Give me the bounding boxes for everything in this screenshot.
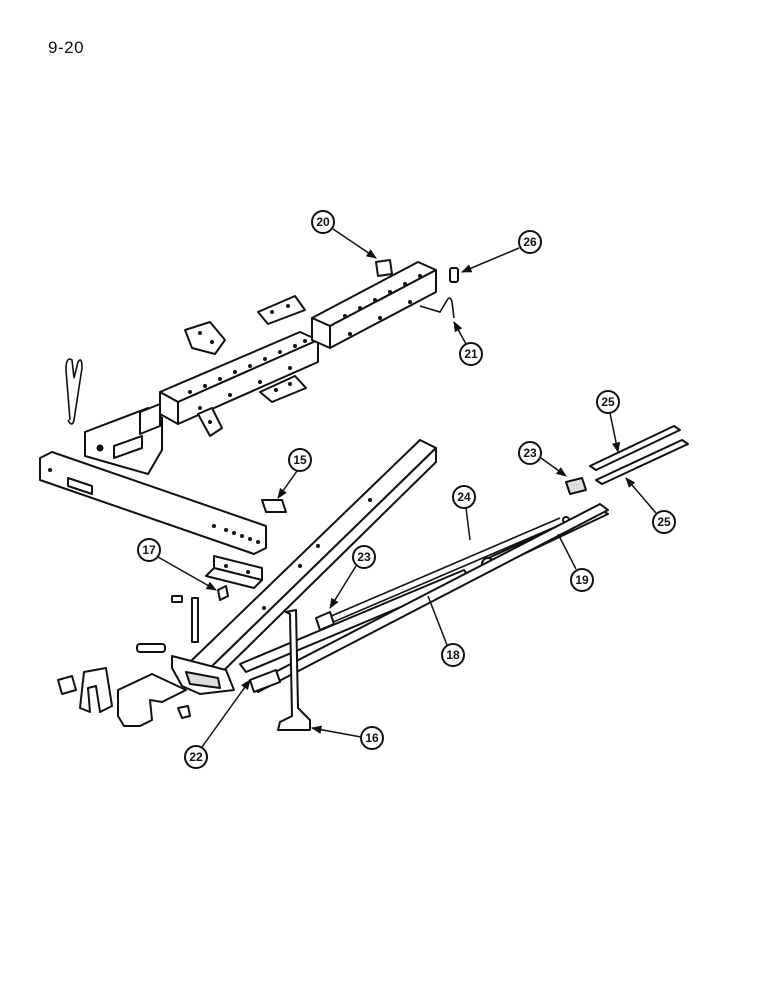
callout-label: 22	[189, 750, 203, 764]
callout-25-upper: 25	[596, 390, 621, 454]
part-17-wedge	[217, 585, 229, 601]
u-bracket	[79, 667, 113, 713]
callout-22: 22	[184, 679, 251, 769]
callout-19: 19	[557, 533, 594, 592]
callout-label: 25	[657, 515, 671, 529]
callout-17: 17	[137, 538, 217, 591]
callout-label: 23	[523, 446, 537, 460]
frame-tube-left	[159, 331, 319, 425]
rod-18-lower	[251, 503, 609, 693]
clip-21	[419, 297, 455, 319]
grease-fitting	[177, 705, 191, 719]
link-plate	[136, 643, 166, 653]
callout-21: 21	[453, 321, 483, 366]
callout-23-lower: 23	[329, 545, 376, 609]
callout-20: 20	[311, 210, 377, 259]
callout-24: 24	[452, 485, 476, 541]
callout-label: 20	[316, 215, 330, 229]
callout-26: 26	[461, 230, 542, 273]
pin-long	[191, 597, 199, 643]
callout-15: 15	[277, 448, 312, 499]
rod-18-end	[249, 669, 281, 693]
callout-label: 18	[446, 648, 460, 662]
pin-short	[171, 595, 183, 603]
callout-label: 16	[365, 731, 379, 745]
page-number: 9-20	[48, 38, 85, 57]
callout-label: 25	[601, 395, 615, 409]
angle-bracket	[117, 673, 187, 727]
pin-26	[449, 267, 459, 283]
callout-label: 24	[457, 490, 471, 504]
callout-label: 19	[575, 573, 589, 587]
clamp-insert	[185, 671, 221, 689]
mounting-plate-lower-left	[197, 407, 223, 437]
callout-label: 26	[523, 235, 537, 249]
spacer-block	[205, 555, 263, 589]
callout-16: 16	[310, 725, 384, 750]
callout-25-lower: 25	[625, 477, 676, 534]
flat-bar-25-lower	[595, 439, 689, 485]
callout-label: 21	[464, 347, 478, 361]
mounting-plate-lower-mid	[259, 375, 307, 403]
mounting-plate-upper-mid	[257, 295, 306, 325]
diagonal-beam	[189, 439, 437, 685]
tube-end-bracket	[84, 403, 163, 475]
square-nut	[57, 675, 77, 695]
frame-tube-right	[311, 261, 437, 349]
callout-label: 15	[293, 453, 307, 467]
rod-24	[321, 517, 561, 621]
stand-leg-16	[277, 609, 311, 731]
mounting-plate-upper-left	[184, 321, 226, 355]
square-washer-20	[375, 259, 393, 277]
callout-label: 17	[142, 543, 156, 557]
callout-23-upper: 23	[518, 441, 567, 477]
spring-clip	[65, 358, 83, 425]
end-block-23	[565, 477, 587, 495]
callout-18: 18	[427, 595, 465, 667]
flat-bar-25-upper	[589, 425, 681, 471]
callout-label: 23	[357, 550, 371, 564]
side-plate	[39, 451, 267, 555]
part-15-plate	[261, 499, 287, 513]
